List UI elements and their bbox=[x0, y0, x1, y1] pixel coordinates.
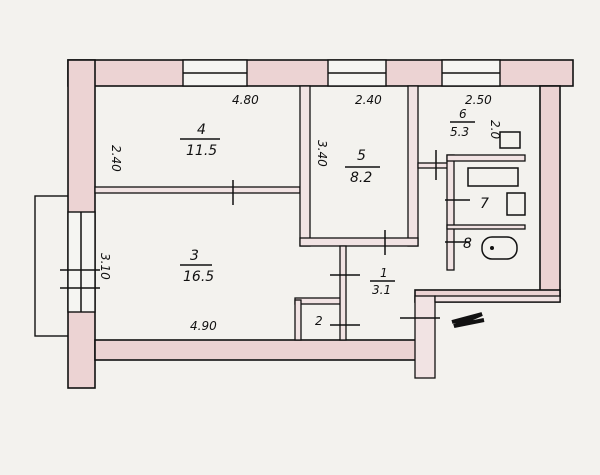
svg-text:8.2: 8.2 bbox=[350, 170, 372, 186]
svg-text:4: 4 bbox=[197, 122, 206, 138]
scribble bbox=[451, 312, 485, 328]
svg-text:11.5: 11.5 bbox=[186, 143, 217, 159]
room-1-label: 1 3.1 bbox=[370, 266, 395, 297]
interior-walls bbox=[94, 85, 561, 341]
dim-room4-height: 2.40 bbox=[109, 145, 123, 172]
svg-text:3: 3 bbox=[190, 248, 199, 264]
dim-room5-width: 2.40 bbox=[355, 93, 382, 107]
dim-room3-width: 4.90 bbox=[190, 319, 217, 333]
dim-room6-height: 2.0 bbox=[488, 120, 502, 139]
room-2-label: 2 bbox=[315, 314, 323, 328]
room-8-label: 8 bbox=[463, 236, 472, 252]
dim-room4-width: 4.80 bbox=[232, 93, 259, 107]
room-7-label: 7 bbox=[480, 196, 489, 212]
svg-text:3.1: 3.1 bbox=[372, 283, 391, 297]
room-5-label: 5 8.2 bbox=[345, 148, 380, 186]
room-3-label: 3 16.5 bbox=[180, 248, 214, 285]
fixtures bbox=[467, 131, 526, 260]
room-4-label: 4 11.5 bbox=[180, 122, 220, 159]
dim-room3-height: 3.10 bbox=[98, 253, 112, 280]
svg-text:1: 1 bbox=[380, 266, 388, 280]
dim-room5-height: 3.40 bbox=[315, 140, 329, 167]
svg-text:6: 6 bbox=[459, 107, 467, 121]
svg-text:5: 5 bbox=[357, 148, 366, 164]
door-marks bbox=[60, 150, 470, 326]
outer-walls bbox=[67, 59, 574, 389]
room-6-label: 6 5.3 bbox=[450, 107, 475, 139]
windows bbox=[67, 59, 501, 313]
dim-room6-width: 2.50 bbox=[465, 93, 492, 107]
balcony bbox=[34, 195, 70, 337]
svg-text:5.3: 5.3 bbox=[450, 125, 469, 139]
svg-text:16.5: 16.5 bbox=[183, 269, 214, 285]
